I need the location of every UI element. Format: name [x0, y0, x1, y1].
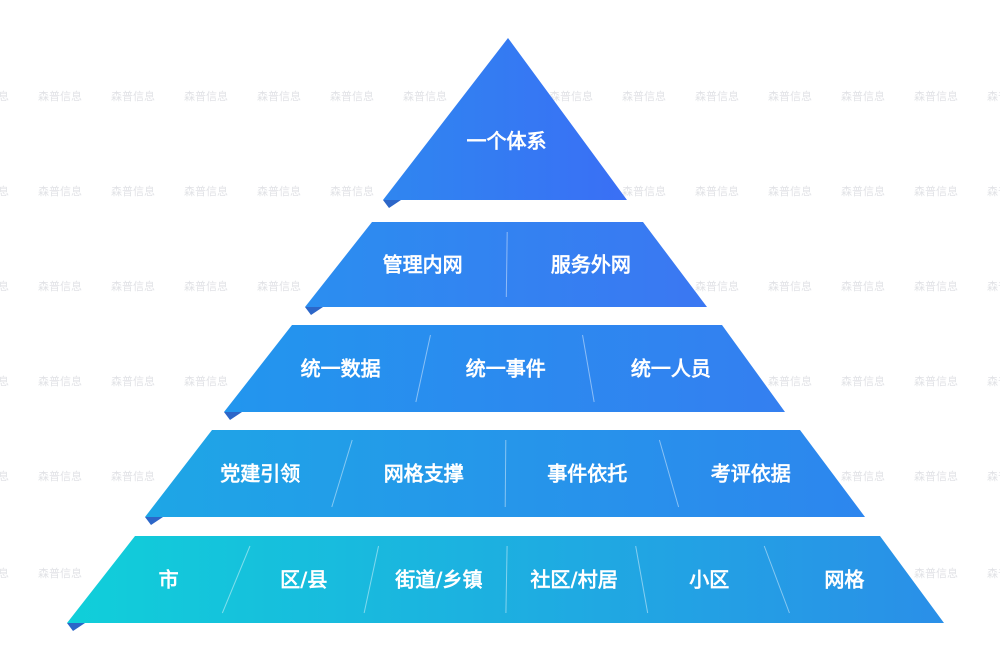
watermark-text: 森普信息	[914, 279, 958, 293]
watermark-text: 森普信息	[184, 374, 228, 388]
watermark-text: 森普信息	[38, 184, 82, 198]
watermark-text: 森普信息	[914, 184, 958, 198]
watermark-text: 森普信息	[184, 184, 228, 198]
watermark-text: 森普信息	[695, 184, 739, 198]
watermark-text: 森普信息	[111, 184, 155, 198]
level-2-divider	[505, 231, 508, 298]
watermark-text: 森普信息	[841, 89, 885, 103]
level-5-shadow-fold	[67, 623, 85, 631]
pyramid-level-2	[305, 222, 707, 307]
watermark-text: 森普信息	[987, 184, 1000, 198]
watermark-text: 森普信息	[914, 469, 958, 483]
watermark-text: 森普信息	[0, 566, 9, 580]
watermark-text: 森普信息	[841, 469, 885, 483]
level-5-divider	[505, 545, 508, 614]
watermark-text: 森普信息	[330, 89, 374, 103]
watermark-text: 森普信息	[768, 89, 812, 103]
level-1-label: 一个体系	[467, 129, 547, 153]
watermark-text: 森普信息	[987, 566, 1000, 580]
level-5-label: 市	[159, 568, 179, 592]
watermark-text: 森普信息	[184, 279, 228, 293]
watermark-text: 森普信息	[257, 279, 301, 293]
level-5-label: 区/县	[280, 568, 327, 592]
level-5-label: 小区	[689, 568, 729, 592]
watermark-text: 森普信息	[695, 279, 739, 293]
level-4-divider	[658, 439, 680, 508]
watermark-text: 森普信息	[841, 374, 885, 388]
watermark-text: 森普信息	[38, 374, 82, 388]
watermark-text: 森普信息	[914, 374, 958, 388]
watermark-text: 森普信息	[841, 184, 885, 198]
level-3-label: 统一事件	[466, 357, 546, 381]
level-3-divider	[582, 334, 595, 403]
watermark-text: 森普信息	[622, 184, 666, 198]
watermark-text: 森普信息	[549, 89, 593, 103]
watermark-text: 森普信息	[38, 89, 82, 103]
watermark-text: 森普信息	[914, 566, 958, 580]
watermark-text: 森普信息	[768, 184, 812, 198]
level-3-label: 统一人员	[631, 357, 711, 381]
level-5-divider	[363, 545, 380, 614]
pyramid-level-4	[145, 430, 865, 517]
watermark-text: 森普信息	[841, 279, 885, 293]
watermark-text: 森普信息	[0, 374, 9, 388]
level-3-divider	[415, 334, 431, 403]
level-4-divider	[331, 439, 353, 508]
watermark-text: 森普信息	[0, 469, 9, 483]
watermark-text: 森普信息	[695, 89, 739, 103]
level-1-shadow-fold	[383, 200, 401, 208]
pyramid-level-3	[224, 325, 785, 412]
level-shadows	[67, 200, 401, 631]
level-3-shadow-fold	[224, 412, 242, 420]
level-4-label: 考评依据	[711, 462, 791, 486]
watermark-text: 森普信息	[0, 279, 9, 293]
watermark-text: 森普信息	[111, 469, 155, 483]
watermark-text: 森普信息	[914, 89, 958, 103]
level-2-label: 管理内网	[383, 253, 463, 277]
watermark-text: 森普信息	[257, 89, 301, 103]
level-5-label: 街道/乡镇	[394, 568, 482, 592]
watermark-text: 森普信息	[768, 279, 812, 293]
level-5-label: 社区/村居	[529, 568, 617, 592]
level-4-label: 党建引领	[220, 462, 300, 486]
pyramid-levels	[67, 38, 944, 623]
level-3-label: 统一数据	[301, 357, 381, 381]
level-5-divider	[763, 545, 790, 614]
level-4-label: 事件依托	[547, 462, 627, 486]
level-4-label: 网格支撑	[384, 462, 464, 486]
watermark-text: 森普信息	[987, 374, 1000, 388]
pyramid-level-1	[383, 38, 627, 200]
watermark-text: 森普信息	[330, 184, 374, 198]
level-4-divider	[504, 439, 507, 508]
watermark-text: 森普信息	[38, 566, 82, 580]
watermark-text: 森普信息	[184, 89, 228, 103]
level-5-label: 网格	[824, 568, 865, 592]
watermark-text: 森普信息	[987, 89, 1000, 103]
watermark-text: 森普信息	[111, 374, 155, 388]
watermark-text: 森普信息	[38, 279, 82, 293]
watermark-text: 森普信息	[111, 89, 155, 103]
watermark-text: 森普信息	[0, 89, 9, 103]
watermark-text: 森普信息	[987, 469, 1000, 483]
watermark-text: 森普信息	[38, 469, 82, 483]
watermark-text: 森普信息	[111, 279, 155, 293]
watermark-text: 森普信息	[0, 184, 9, 198]
watermark-text: 森普信息	[768, 374, 812, 388]
level-dividers	[221, 231, 790, 614]
level-4-shadow-fold	[145, 517, 163, 525]
watermark-text: 森普信息	[257, 184, 301, 198]
level-5-divider	[221, 545, 251, 614]
level-2-shadow-fold	[305, 307, 323, 315]
level-2-label: 服务外网	[551, 253, 631, 277]
watermark-text: 森普信息	[622, 89, 666, 103]
pyramid-level-5	[67, 536, 944, 623]
watermark-text: 森普信息	[987, 279, 1000, 293]
level-5-divider	[635, 545, 649, 614]
watermark-text: 森普信息	[403, 89, 447, 103]
